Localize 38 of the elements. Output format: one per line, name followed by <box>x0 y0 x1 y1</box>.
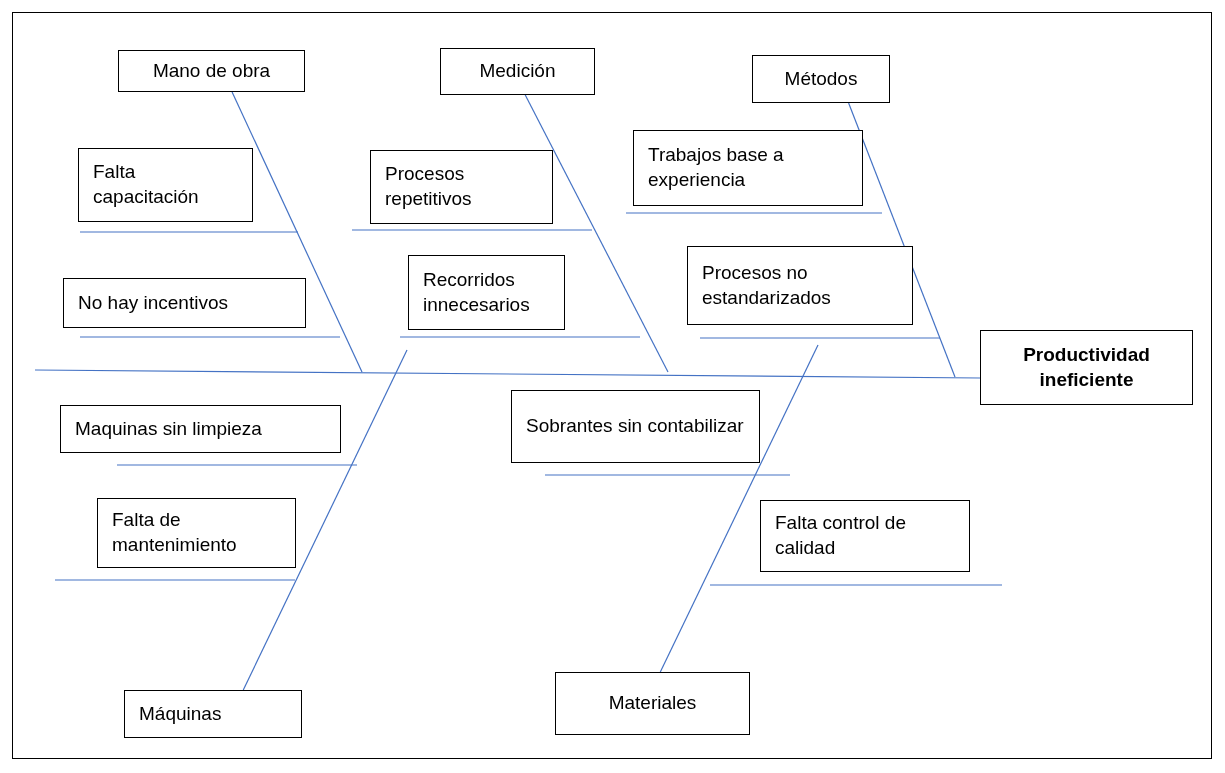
cause-label: Productividad ineficiente <box>1022 342 1151 392</box>
cause-label: Recorridos innecesarios <box>423 267 531 317</box>
cause-label: Sobrantes sin contabilizar <box>526 414 744 439</box>
cause-label: Maquinas sin limpieza <box>75 416 262 441</box>
cause-box <box>124 690 302 738</box>
cause-box <box>63 278 306 328</box>
cause-label: Máquinas <box>139 701 222 726</box>
cause-label: Falta capacitación <box>93 160 200 209</box>
cause-box <box>760 500 970 572</box>
cause-box <box>118 50 305 92</box>
cause-box <box>97 498 296 568</box>
bone-line <box>659 344 819 673</box>
effect-box <box>980 330 1193 405</box>
cause-box <box>633 130 863 206</box>
cause-box <box>78 148 253 222</box>
cause-label: Trabajos base a experiencia <box>648 143 785 192</box>
cause-box <box>752 55 890 103</box>
cause-label: No hay incentivos <box>78 290 228 315</box>
cause-box <box>370 150 553 224</box>
cause-label: Procesos repetitivos <box>385 162 473 211</box>
cause-label: Materiales <box>608 691 697 716</box>
cause-box <box>408 255 565 330</box>
bone-line <box>848 102 956 378</box>
cause-label: Falta control de calidad <box>775 511 907 560</box>
cause-label: Falta de mantenimiento <box>112 508 238 557</box>
bone-line <box>524 94 669 373</box>
cause-box <box>511 390 760 463</box>
cause-box <box>60 405 341 453</box>
bone-line <box>242 349 408 691</box>
cause-label: Procesos no estandarizados <box>702 260 832 310</box>
cause-label: Mano de obra <box>152 58 271 83</box>
bone-line <box>231 91 363 373</box>
spine-line <box>34 369 981 379</box>
cause-box <box>440 48 595 95</box>
cause-box <box>687 246 913 325</box>
cause-label: Métodos <box>784 66 858 91</box>
cause-box <box>555 672 750 735</box>
cause-label: Medición <box>479 59 556 84</box>
